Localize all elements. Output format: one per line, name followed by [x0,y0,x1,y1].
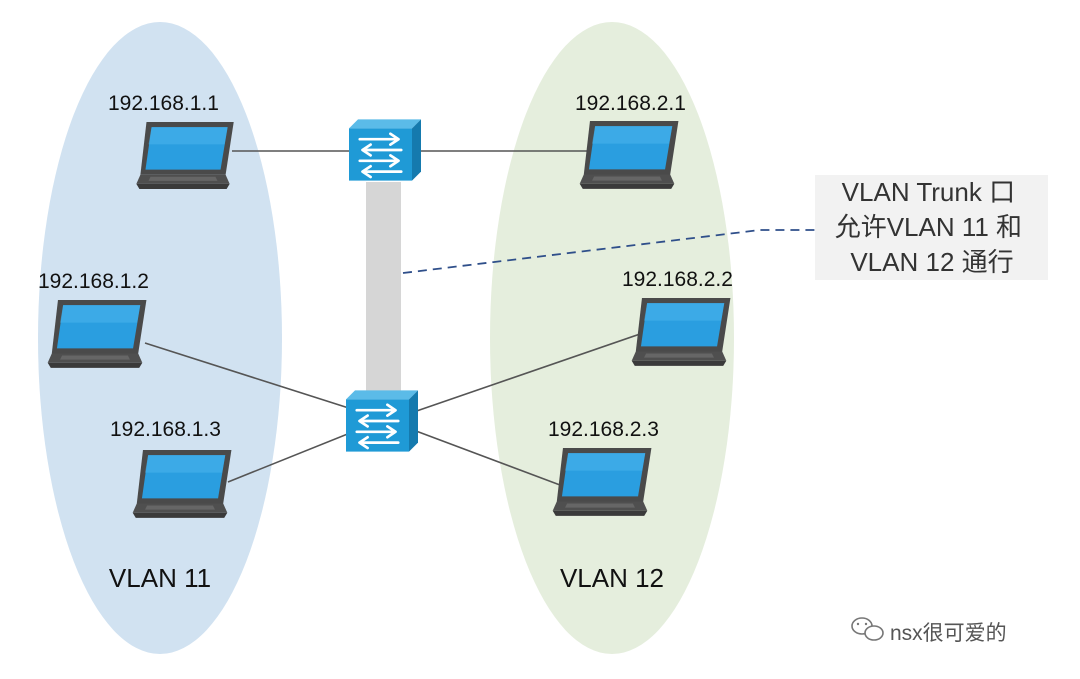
laptop-h2-icon [47,300,147,368]
trunk-note-line-3: VLAN 12 通行 [850,247,1013,277]
vlan11-label: VLAN 11 [109,563,211,593]
laptop-h1-icon [136,122,234,189]
link-switch2-h6 [399,424,561,486]
wechat-icon [851,617,884,641]
host-ip-h6: 192.168.2.3 [548,418,659,441]
watermark-text: nsx很可爱的 [890,622,1007,645]
links [144,150,641,486]
trunk-note-leader [402,229,815,274]
trunk-link [366,182,401,394]
host-ip-h2: 192.168.1.2 [38,270,149,293]
trunk-note-text: VLAN Trunk 口 允许VLAN 11 和 VLAN 12 通行 [835,177,1030,277]
host-ip-h3: 192.168.1.3 [110,418,221,441]
switch-top-icon [349,117,421,183]
link-h2-switch2 [144,342,381,419]
host-ip-h4: 192.168.2.1 [575,92,686,115]
switch-bottom-icon [346,388,418,454]
laptop-h3-icon [132,450,232,518]
laptop-h6-icon [552,448,652,516]
host-ip-h5: 192.168.2.2 [622,268,733,291]
host-ip-h1: 192.168.1.1 [108,92,219,115]
vlan12-zone [490,22,734,654]
trunk-note-line-1: VLAN Trunk 口 [842,177,1015,207]
laptop-h4-icon [579,121,679,189]
trunk-note-box [815,175,1048,280]
laptop-h5-icon [631,298,731,366]
link-switch2-h5 [404,333,641,416]
vlan12-label: VLAN 12 [560,563,664,593]
trunk-note-line-2: 允许VLAN 11 和 [835,212,1022,242]
